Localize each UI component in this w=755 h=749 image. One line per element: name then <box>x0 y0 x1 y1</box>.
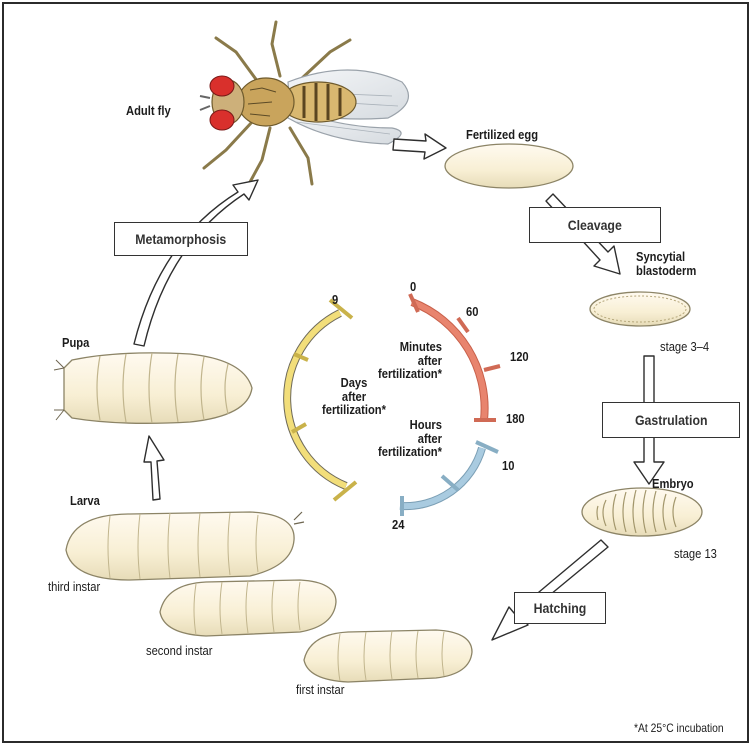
arrow-hatching <box>492 540 608 640</box>
gastrulation-box: Gastrulation <box>602 402 740 438</box>
first-instar-label: first instar <box>296 683 344 697</box>
embryo-stage-label: stage 13 <box>674 547 717 561</box>
arrow-larva-to-pupa <box>144 436 164 500</box>
fertilized-egg-label: Fertilized egg <box>466 128 538 142</box>
minutes-scale-label: Minutes after fertilization* <box>378 340 442 381</box>
third-instar-label: third instar <box>48 580 100 594</box>
second-instar-label: second instar <box>146 644 213 658</box>
second-instar-larva-illustration <box>160 580 336 636</box>
minutes-tick-60: 60 <box>466 305 478 319</box>
metamorphosis-box: Metamorphosis <box>114 222 248 256</box>
minutes-tick-120: 120 <box>510 350 529 364</box>
cleavage-box: Cleavage <box>529 207 661 243</box>
larva-label: Larva <box>70 494 100 508</box>
cleavage-label: Cleavage <box>568 217 622 233</box>
days-tick-9: 9 <box>332 293 338 307</box>
minutes-tick-180: 180 <box>506 412 525 426</box>
footnote: *At 25°C incubation <box>634 722 724 735</box>
third-instar-larva-illustration <box>66 512 304 580</box>
embryo-illustration <box>582 488 702 536</box>
syncytial-blastoderm-illustration <box>590 292 690 326</box>
metamorphosis-label: Metamorphosis <box>135 231 226 247</box>
hours-tick-10: 10 <box>502 459 514 473</box>
embryo-label: Embryo <box>652 477 694 491</box>
minutes-tick-0: 0 <box>410 280 416 294</box>
arrow-metamorphosis <box>134 180 258 346</box>
adult-fly-label: Adult fly <box>126 104 171 118</box>
syncytial-blastoderm-label: Syncytial blastoderm <box>636 250 696 277</box>
days-scale-label: Days after fertilization* <box>322 376 386 417</box>
hatching-label: Hatching <box>534 600 587 616</box>
fertilized-egg-illustration <box>445 144 573 188</box>
syncytial-stage-label: stage 3–4 <box>660 340 709 354</box>
hatching-box: Hatching <box>514 592 606 624</box>
arrow-fly-to-egg <box>393 134 446 159</box>
pupa-illustration <box>54 353 252 423</box>
adult-fly-illustration <box>200 22 408 184</box>
hours-tick-24: 24 <box>392 518 404 532</box>
gastrulation-label: Gastrulation <box>635 412 708 428</box>
hours-scale-label: Hours after fertilization* <box>378 418 442 459</box>
first-instar-larva-illustration <box>304 630 472 682</box>
pupa-label: Pupa <box>62 336 89 350</box>
